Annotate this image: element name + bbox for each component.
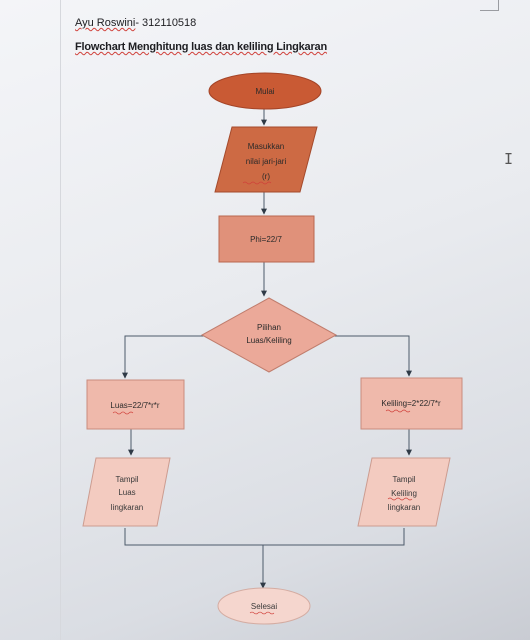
arrow-decision-to-luas [122, 335, 204, 379]
decision-diamond: Pilihan Luas/Keliling [200, 297, 338, 373]
author-line: Ayu Roswini- 312110518 [75, 17, 196, 29]
keliling-output-line-3: lingkaran [388, 503, 420, 512]
luas-output-line-3: lingkaran [111, 503, 143, 512]
luas-output-line-2: Luas [118, 488, 135, 497]
author-name: Ayu Roswini [75, 17, 136, 29]
spellcheck-underlines [112, 181, 413, 615]
luas-process-box: Luas=22/7*r*r [86, 379, 185, 430]
end-label: Selesai [251, 602, 277, 611]
author-id: - 312110518 [135, 17, 197, 29]
keliling-process-box: Keliling=2*22/7*r [360, 377, 463, 430]
phi-process-label: Phi=22/7 [250, 235, 282, 244]
connectors [122, 108, 412, 589]
keliling-output-parallelogram: Tampil Keliling lingkaran [357, 457, 451, 527]
luas-process-label: Luas=22/7*r*r [110, 401, 159, 410]
keliling-process-label: Keliling=2*22/7*r [381, 399, 441, 408]
document-title-text: Flowchart Menghitung luas dan keliling L… [75, 41, 327, 53]
input-line-2: nilai jari-jari [246, 157, 287, 166]
page-boundary [60, 0, 491, 640]
arrow-decision-to-keliling [334, 335, 412, 377]
luas-output-line-1: Tampil [115, 475, 138, 484]
start-terminal: Mulai [208, 72, 322, 110]
luas-output-parallelogram: Tampil Luas lingkaran [82, 457, 171, 527]
input-parallelogram: Masukkan nilai jari-jari (r) [214, 126, 318, 193]
keliling-output-line-2: Keliling [391, 489, 417, 498]
phi-process-box: Phi=22/7 [218, 215, 315, 263]
page-corner-mark [480, 0, 499, 11]
input-line-1: Masukkan [248, 142, 284, 151]
input-line-3: (r) [262, 172, 270, 181]
keliling-output-line-1: Tampil [392, 475, 415, 484]
join-right [263, 528, 405, 546]
end-terminal: Selesai [217, 587, 311, 625]
decision-line-2: Luas/Keliling [246, 336, 291, 345]
text-cursor-icon: I [504, 150, 514, 168]
document-title: Flowchart Menghitung luas dan keliling L… [75, 41, 327, 53]
decision-line-1: Pilihan [257, 323, 281, 332]
join-left [124, 528, 263, 546]
start-label: Mulai [255, 87, 274, 96]
